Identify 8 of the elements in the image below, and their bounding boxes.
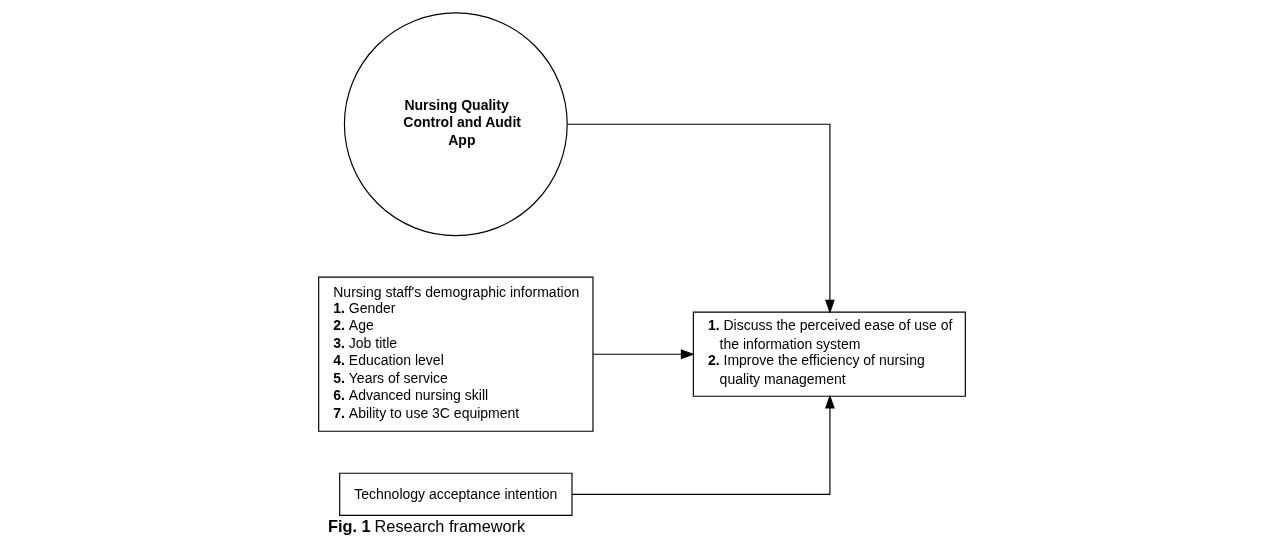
node-box: Nursing staff's demographic information 1. Gender 2. Age 3. Job title 4. Education level 5. Years of service 6. Advanced nursing skill 7. Ability to use 3C equipment [318,276,594,432]
caption: Fig. 1 Research framework [328,516,526,535]
arrow [571,394,835,495]
node-circle: Nursing Quality Control and Audit App [343,12,568,237]
node-box: Technology acceptance intention [339,472,573,516]
arrow [592,349,695,360]
node-box: 1. Discuss the perceived ease of use of the information system 2. Improve the efficiency of nursing quality management [692,311,966,397]
arrow [566,123,835,314]
